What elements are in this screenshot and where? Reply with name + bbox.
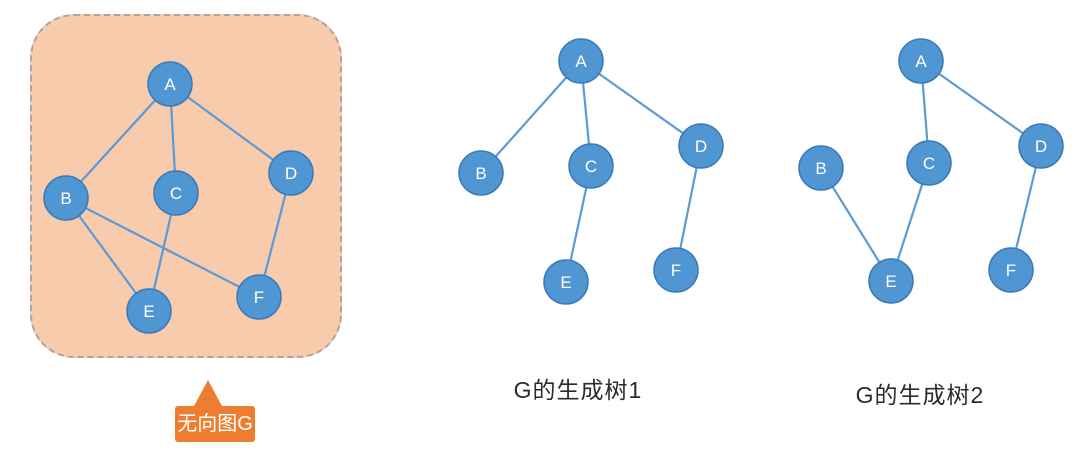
tree1-caption: G的生成树1	[513, 377, 643, 403]
node-label-E: E	[885, 272, 896, 291]
node-circle-A	[147, 61, 193, 107]
node-C: C	[906, 140, 952, 186]
node-circle-C	[568, 143, 614, 189]
node-B: B	[458, 150, 504, 196]
node-label-D: D	[285, 164, 297, 183]
node-circle-E	[868, 258, 914, 304]
node-E: E	[543, 259, 589, 305]
node-D: D	[1018, 123, 1064, 169]
node-label-A: A	[575, 52, 587, 71]
node-label-F: F	[1006, 261, 1016, 280]
node-D: D	[678, 123, 724, 169]
edge-A-B	[65, 83, 171, 199]
node-label-E: E	[143, 302, 154, 321]
node-D: D	[268, 150, 314, 196]
node-label-F: F	[671, 261, 681, 280]
tree2-layer: A B C D E F	[798, 38, 1064, 304]
node-C: C	[153, 170, 199, 216]
node-circle-F	[236, 274, 282, 320]
node-circle-E	[126, 288, 172, 334]
node-E: E	[126, 288, 172, 334]
node-B: B	[798, 145, 844, 191]
node-circle-A	[898, 38, 944, 84]
graph-g-layer: A B C D E F	[43, 61, 314, 334]
node-label-C: C	[923, 154, 935, 173]
node-label-B: B	[60, 189, 71, 208]
node-circle-B	[458, 150, 504, 196]
node-A: A	[558, 38, 604, 84]
node-circle-D	[678, 123, 724, 169]
node-label-D: D	[1035, 137, 1047, 156]
edge-A-D	[169, 83, 292, 174]
node-circle-D	[1018, 123, 1064, 169]
node-circle-D	[268, 150, 314, 196]
edge-B-E	[65, 197, 150, 312]
callout-arrow-icon	[193, 380, 223, 408]
edge-A-D	[920, 60, 1042, 147]
node-label-C: C	[585, 157, 597, 176]
node-B: B	[43, 175, 89, 221]
graph-g-label: 无向图G	[175, 406, 255, 442]
node-label-A: A	[164, 75, 176, 94]
tree2-caption: G的生成树2	[855, 382, 985, 408]
edge-A-D	[580, 60, 702, 147]
node-label-B: B	[475, 164, 486, 183]
node-label-B: B	[815, 159, 826, 178]
node-label-E: E	[560, 273, 571, 292]
node-F: F	[653, 247, 699, 293]
node-A: A	[147, 61, 193, 107]
node-label-A: A	[915, 52, 927, 71]
node-circle-A	[558, 38, 604, 84]
node-label-D: D	[695, 137, 707, 156]
node-circle-F	[653, 247, 699, 293]
edge-A-B	[480, 60, 582, 174]
node-E: E	[868, 258, 914, 304]
node-circle-E	[543, 259, 589, 305]
node-label-F: F	[254, 288, 264, 307]
node-label-C: C	[170, 184, 182, 203]
tree1-layer: A B C D E F	[458, 38, 724, 305]
node-F: F	[988, 247, 1034, 293]
node-circle-B	[798, 145, 844, 191]
node-circle-F	[988, 247, 1034, 293]
node-circle-C	[153, 170, 199, 216]
node-C: C	[568, 143, 614, 189]
node-circle-C	[906, 140, 952, 186]
node-circle-B	[43, 175, 89, 221]
node-F: F	[236, 274, 282, 320]
node-A: A	[898, 38, 944, 84]
